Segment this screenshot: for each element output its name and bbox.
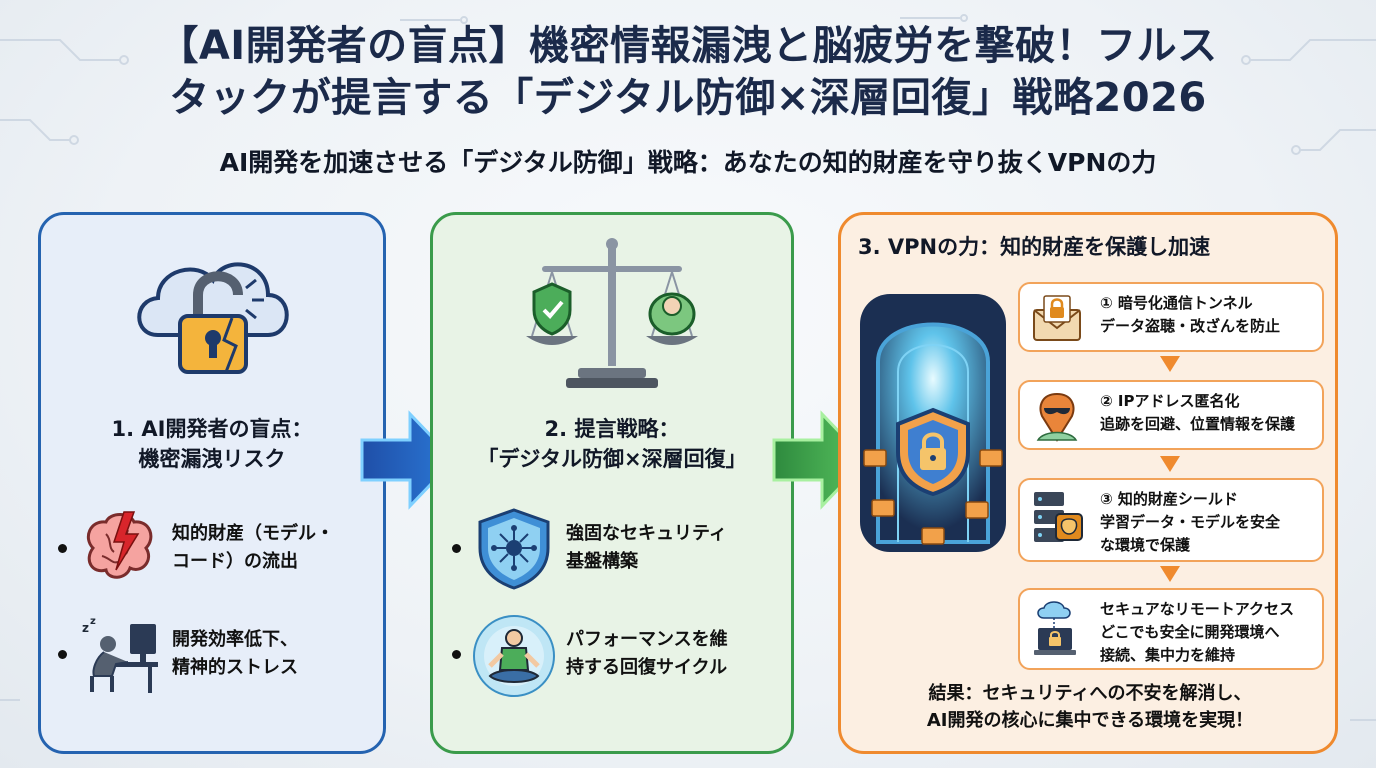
result-line2: AI開発の核心に集中できる環境を実現！ bbox=[926, 710, 1254, 731]
down-arrow-icon bbox=[1160, 356, 1180, 372]
down-arrow-icon bbox=[1160, 566, 1180, 582]
brain-lightning-icon bbox=[87, 511, 153, 579]
bullet-security-base-line1: 強固なセキュリティ bbox=[566, 523, 727, 544]
shield-network-icon bbox=[478, 508, 550, 590]
title-line-1: 【AI開発者の盲点】機密情報漏洩と脳疲労を撃破！フルス bbox=[158, 23, 1218, 69]
bullet-recovery-cycle-line1: パフォーマンスを維 bbox=[566, 629, 728, 650]
cloud-laptop-lock-icon bbox=[1034, 601, 1076, 655]
page-title: 【AI開発者の盲点】機密情報漏洩と脳疲労を撃破！フルス タックが提言する「デジタ… bbox=[20, 20, 1356, 124]
panel2-heading: 2. 提言戦略： 「デジタル防御×深層回復」 bbox=[440, 414, 784, 474]
step-card-ip-anonymization: ② IPアドレス匿名化 追跡を回避、位置情報を保護 bbox=[1018, 380, 1324, 450]
bullet-stress-line2: 精神的ストレス bbox=[172, 657, 298, 678]
step-ip-anonymization-line2: 追跡を回避、位置情報を保護 bbox=[1100, 415, 1296, 433]
step-remote-access-line3: 接続、集中力を維持 bbox=[1100, 646, 1236, 664]
svg-text:z: z bbox=[82, 621, 89, 635]
step-ip-shield-text: ③ 知的財産シールド 学習データ・モデルを安全 な環境で保護 bbox=[1100, 488, 1320, 557]
bullet-stress: 開発効率低下、 精神的ストレス bbox=[172, 626, 372, 682]
bullet-recovery-cycle: パフォーマンスを維 持する回復サイクル bbox=[566, 626, 786, 682]
step-remote-access-line2: どこでも安全に開発環境へ bbox=[1100, 623, 1280, 641]
panel2-heading-line1: 2. 提言戦略： bbox=[544, 417, 680, 441]
balance-scale-icon bbox=[526, 238, 698, 388]
masked-location-icon bbox=[1036, 392, 1078, 442]
server-chip-icon bbox=[1034, 492, 1083, 542]
bullet-dot bbox=[452, 650, 461, 659]
bullet-ip-leak: 知的財産（モデル・ コード）の流出 bbox=[172, 520, 372, 576]
meditation-icon bbox=[473, 615, 555, 697]
step-remote-access-line1: セキュアなリモートアクセス bbox=[1100, 600, 1294, 618]
step-encryption-line1: ① 暗号化通信トンネル bbox=[1100, 294, 1253, 312]
result-summary: 結果：セキュリティへの不安を解消し、 AI開発の核心に集中できる環境を実現！ bbox=[860, 680, 1320, 734]
step-ip-anonymization-line1: ② IPアドレス匿名化 bbox=[1100, 392, 1240, 410]
step-ip-shield-line2: 学習データ・モデルを安全 bbox=[1100, 513, 1281, 531]
cloud-broken-lock-icon bbox=[137, 262, 289, 374]
bullet-security-base-line2: 基盤構築 bbox=[566, 551, 638, 572]
result-line1: 結果：セキュリティへの不安を解消し、 bbox=[928, 683, 1252, 704]
bullet-recovery-cycle-line2: 持する回復サイクル bbox=[566, 657, 728, 678]
encrypted-mail-icon bbox=[1033, 295, 1081, 341]
panel1-heading-line1: 1. AI開発者の盲点： bbox=[111, 417, 313, 441]
bullet-ip-leak-line1: 知的財産（モデル・ bbox=[172, 523, 334, 544]
page-subtitle: AI開発を加速させる「デジタル防御」戦略：あなたの知的財産を守り抜くVPNの力 bbox=[219, 148, 1157, 177]
panel3-title: 3. VPNの力：知的財産を保護し加速 bbox=[858, 235, 1211, 259]
bullet-security-base: 強固なセキュリティ 基盤構築 bbox=[566, 520, 786, 576]
bullet-dot bbox=[452, 544, 461, 553]
step-encryption-line2: データ盗聴・改ざんを防止 bbox=[1100, 317, 1281, 335]
bullet-dot bbox=[58, 544, 67, 553]
bullet-dot bbox=[58, 650, 67, 659]
step-encryption-text: ① 暗号化通信トンネル データ盗聴・改ざんを防止 bbox=[1100, 292, 1320, 338]
step-card-remote-access: セキュアなリモートアクセス どこでも安全に開発環境へ 接続、集中力を維持 bbox=[1018, 588, 1324, 670]
panel2-heading-line2: 「デジタル防御×深層回復」 bbox=[477, 447, 747, 471]
title-line-2: タックが提言する「デジタル防御×深層回復」戦略2026 bbox=[169, 75, 1207, 121]
svg-text:z: z bbox=[90, 616, 96, 627]
panel1-heading: 1. AI開発者の盲点： 機密漏洩リスク bbox=[50, 414, 374, 474]
step-card-encryption: ① 暗号化通信トンネル データ盗聴・改ざんを防止 bbox=[1018, 282, 1324, 352]
bullet-ip-leak-line2: コード）の流出 bbox=[172, 551, 298, 572]
step-remote-access-text: セキュアなリモートアクセス どこでも安全に開発環境へ 接続、集中力を維持 bbox=[1100, 598, 1320, 667]
exhausted-developer-icon: z z bbox=[82, 616, 158, 693]
step-ip-shield-line1: ③ 知的財産シールド bbox=[1100, 490, 1238, 508]
vpn-tunnel-shield-icon bbox=[860, 294, 1006, 552]
step-ip-anonymization-text: ② IPアドレス匿名化 追跡を回避、位置情報を保護 bbox=[1100, 390, 1320, 436]
down-arrow-icon bbox=[1160, 456, 1180, 472]
panel1-heading-line2: 機密漏洩リスク bbox=[138, 447, 286, 471]
step-card-ip-shield: ③ 知的財産シールド 学習データ・モデルを安全 な環境で保護 bbox=[1018, 478, 1324, 562]
bullet-stress-line1: 開発効率低下、 bbox=[172, 629, 298, 650]
step-ip-shield-line3: な環境で保護 bbox=[1100, 536, 1191, 554]
